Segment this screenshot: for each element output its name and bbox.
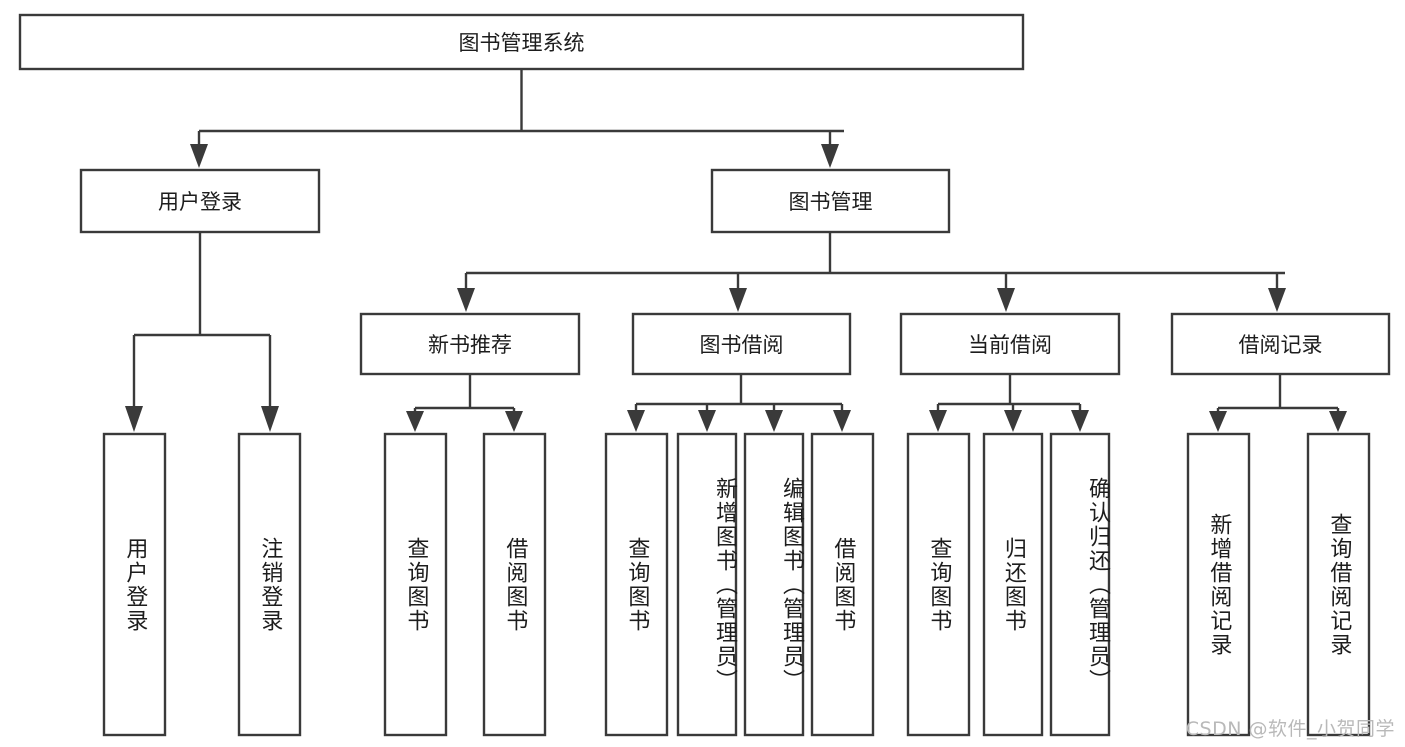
- node-book-borrow[interactable]: [631, 312, 852, 376]
- arrow-to-leaf-borrow-book-2: [833, 410, 851, 432]
- arrow-to-leaf-confirm-return: [1071, 410, 1089, 432]
- node-leaf-query-book-1[interactable]: [383, 432, 448, 737]
- arrow-to-book-borrow: [729, 288, 747, 312]
- arrow-to-leaf-query-book-3: [929, 410, 947, 432]
- arrow-to-borrow-record: [1268, 288, 1286, 312]
- node-leaf-borrow-book-1[interactable]: [482, 432, 547, 737]
- arrow-to-leaf-return-book: [1004, 410, 1022, 432]
- arrow-to-leaf-query-record: [1329, 411, 1347, 432]
- node-new-book-recommend[interactable]: [359, 312, 581, 376]
- node-user-login[interactable]: [79, 168, 321, 234]
- arrow-to-leaf-query-book-1: [406, 411, 424, 432]
- arrow-to-new-book-rec: [457, 288, 475, 312]
- node-leaf-query-book-3[interactable]: [906, 432, 971, 737]
- node-leaf-edit-book[interactable]: [743, 432, 805, 737]
- connector-book-manage-to-level3: [457, 232, 1286, 312]
- arrow-to-leaf-query-book-2: [627, 410, 645, 432]
- connector-new-book-rec-to-leaves: [406, 374, 523, 432]
- arrow-to-leaf-edit-book: [765, 410, 783, 432]
- arrow-to-leaf-user-login: [125, 406, 143, 432]
- arrow-to-leaf-add-book: [698, 410, 716, 432]
- connector-root-to-level2: [190, 69, 844, 168]
- node-book-manage[interactable]: [710, 168, 951, 234]
- node-leaf-user-login[interactable]: [102, 432, 167, 737]
- arrow-to-leaf-borrow-book-1: [505, 411, 523, 432]
- connector-book-borrow-to-leaves: [627, 374, 851, 432]
- arrow-to-leaf-logout-login: [261, 406, 279, 432]
- arrow-to-current-borrow: [997, 288, 1015, 312]
- connector-user-login-to-leaves: [125, 232, 279, 432]
- node-current-borrow[interactable]: [899, 312, 1121, 376]
- connector-borrow-record-to-leaves: [1209, 374, 1347, 432]
- node-leaf-logout-login[interactable]: [237, 432, 302, 737]
- arrow-to-user-login: [190, 144, 208, 168]
- node-root-book-system[interactable]: [18, 13, 1025, 71]
- connector-current-borrow-to-leaves: [929, 374, 1089, 432]
- node-leaf-add-book[interactable]: [676, 432, 738, 737]
- node-leaf-query-book-2[interactable]: [604, 432, 669, 737]
- node-leaf-add-record[interactable]: [1186, 432, 1251, 737]
- node-leaf-borrow-book-2[interactable]: [810, 432, 875, 737]
- node-leaf-confirm-return[interactable]: [1049, 432, 1111, 737]
- node-leaf-query-record[interactable]: [1306, 432, 1371, 737]
- arrow-to-book-manage: [821, 144, 839, 168]
- node-borrow-record[interactable]: [1170, 312, 1391, 376]
- node-leaf-return-book[interactable]: [982, 432, 1044, 737]
- arrow-to-leaf-add-record: [1209, 411, 1227, 432]
